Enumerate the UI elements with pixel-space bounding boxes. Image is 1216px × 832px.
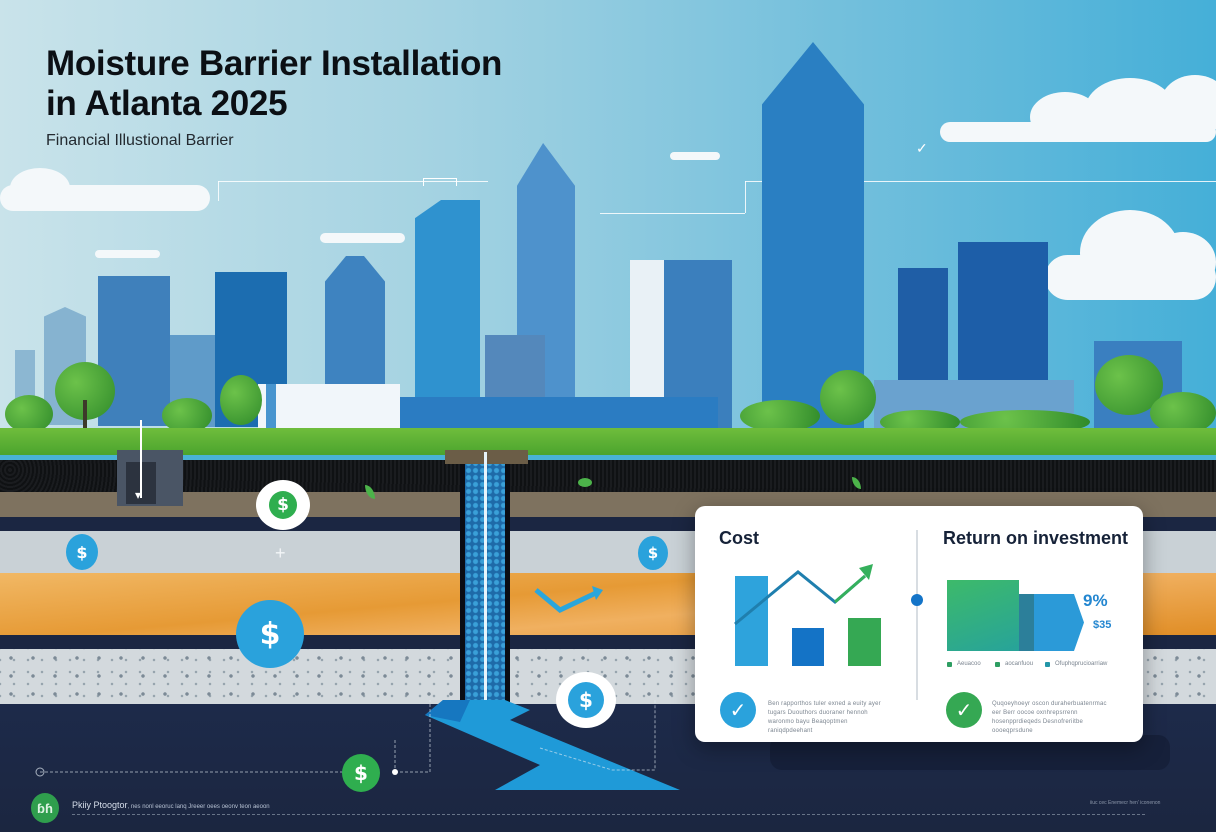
cost-bar	[848, 618, 881, 666]
page-subtitle: Financial Illustional Barrier	[46, 132, 234, 149]
guide-line	[600, 213, 745, 214]
roi-bar-blue	[1034, 594, 1084, 651]
tree	[820, 370, 876, 425]
divider-dot	[911, 594, 923, 606]
dollar-coin: $	[638, 536, 668, 570]
cost-bar	[792, 628, 824, 666]
trend-arrow-icon	[734, 564, 873, 626]
roi-note: Quqoeyhoeyr oscon duraherbuatenrmac eer …	[992, 701, 1107, 734]
guide-line	[423, 178, 457, 186]
dollar-icon: $	[269, 491, 297, 519]
roi-legend-item: aocanfuou	[995, 661, 1033, 667]
roi-bar-green	[947, 580, 1019, 651]
footer-byline: Pkiiy Ptoogtor, nes nonl eeoruc lanq Jre…	[72, 800, 270, 810]
dollar-coin: $	[66, 534, 98, 570]
card-divider	[916, 530, 918, 700]
page-title-line2: in Atlanta 2025	[46, 84, 288, 123]
leaf-icon	[578, 478, 592, 487]
tree	[740, 400, 820, 432]
tree	[5, 395, 53, 433]
roi-check-icon: ✓	[946, 692, 982, 728]
cloud	[670, 152, 720, 160]
cloud	[320, 233, 405, 243]
building	[415, 200, 480, 427]
footer-note: iiuc cec Enemecr hen' iconenon	[1090, 800, 1161, 806]
leaf-icon	[852, 477, 861, 489]
cloud	[1160, 75, 1216, 135]
cost-heading: Cost	[719, 528, 759, 548]
down-arrow-icon: ▾	[135, 488, 142, 502]
byline-detail: , nes nonl eeoruc lanq Jreeer oees oeonv…	[127, 804, 270, 810]
guide-line	[218, 181, 219, 201]
page-title: Moisture Barrier Installation	[46, 44, 503, 83]
title-block: Moisture Barrier Installation in Atlanta…	[46, 44, 502, 150]
dollar-coin: $	[256, 480, 310, 530]
byline-name: Pkiiy Ptoogtor	[72, 800, 128, 810]
building	[258, 384, 400, 436]
cloud	[95, 250, 160, 258]
roi-percent: 9%	[1083, 591, 1108, 610]
roi-bar-teal	[1019, 594, 1034, 651]
dollar-icon: $	[568, 682, 604, 718]
dollar-coin: $	[236, 600, 304, 668]
brand-logo: ɓɦ	[31, 793, 59, 823]
cost-roi-card: Cost Return on investment 9% $35 Aeuacoo…	[695, 506, 1143, 742]
guide-line	[745, 181, 1216, 182]
roi-heading: Return on investment	[943, 528, 1129, 548]
tree	[83, 400, 87, 430]
grass-layer	[0, 428, 1216, 456]
roi-amount: $35	[1093, 619, 1112, 631]
building	[762, 42, 864, 432]
tree	[1150, 392, 1216, 434]
roi-legend-item: Ofuphqprucioarriaw	[1045, 661, 1107, 667]
shaft-line	[484, 452, 487, 722]
tree	[162, 398, 212, 433]
roi-legend-item: Aeuacoo	[947, 661, 981, 667]
cost-note: Ben rapporthos tuler exned a euity ayer …	[768, 701, 881, 734]
waterline	[0, 455, 1216, 460]
guide-line	[218, 181, 488, 182]
leaf-icon	[365, 485, 375, 499]
cost-check-icon: ✓	[720, 692, 756, 728]
cloud	[1150, 232, 1216, 292]
guide-line	[745, 181, 746, 213]
checkmark-sky-icon: ✓	[916, 140, 928, 156]
cloud	[10, 168, 70, 208]
plus-icon: +	[275, 543, 286, 563]
dollar-coin: $	[556, 672, 616, 728]
tree	[220, 375, 262, 425]
dollar-coin: $	[342, 754, 380, 792]
down-arrow-icon	[140, 420, 142, 498]
footer-divider	[72, 814, 1145, 815]
